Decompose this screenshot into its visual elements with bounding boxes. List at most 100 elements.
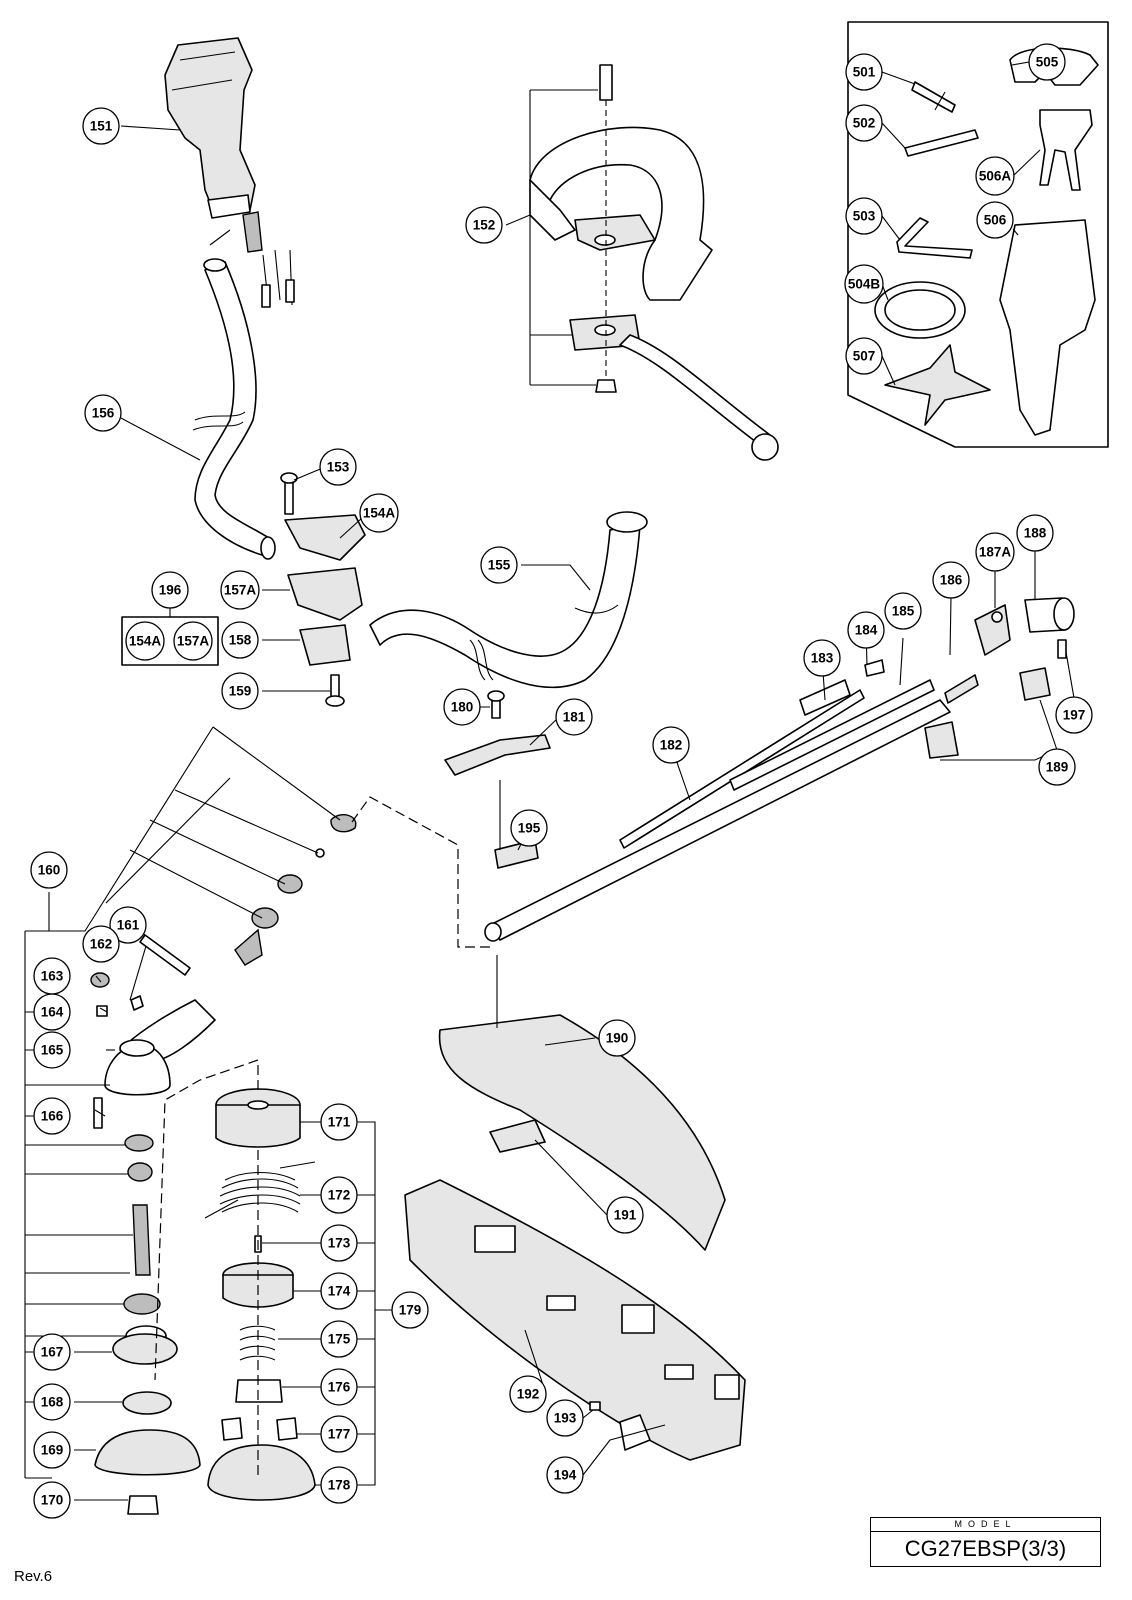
callout-circle bbox=[803, 639, 841, 677]
callout-part-185: 185 bbox=[884, 592, 922, 630]
callout-part-157A: 157A bbox=[220, 570, 260, 610]
callout-number: 193 bbox=[554, 1411, 577, 1426]
callout-circle bbox=[320, 1176, 358, 1214]
callout-circle bbox=[220, 570, 260, 610]
callout-number: 182 bbox=[660, 738, 683, 753]
callout-part-169: 169 bbox=[33, 1431, 71, 1469]
callout-part-181: 181 bbox=[555, 698, 593, 736]
callout-part-197: 197 bbox=[1055, 696, 1093, 734]
callout-circle bbox=[33, 1383, 71, 1421]
callout-part-159: 159 bbox=[221, 672, 259, 710]
callout-circle bbox=[221, 672, 259, 710]
callout-number: 169 bbox=[41, 1443, 64, 1458]
callout-circle bbox=[598, 1019, 636, 1057]
callout-part-179: 179 bbox=[391, 1291, 429, 1329]
callout-number: 187A bbox=[979, 545, 1012, 560]
callout-number: 506A bbox=[979, 169, 1012, 184]
callout-circle bbox=[1028, 43, 1066, 81]
callout-number: 154A bbox=[363, 506, 396, 521]
callout-number: 179 bbox=[399, 1303, 422, 1318]
callout-number: 197 bbox=[1063, 708, 1086, 723]
callout-number: 177 bbox=[328, 1427, 351, 1442]
callout-number: 502 bbox=[853, 116, 876, 131]
callout-circle bbox=[845, 197, 883, 235]
callout-circle bbox=[391, 1291, 429, 1329]
callout-part-166: 166 bbox=[33, 1097, 71, 1135]
callout-circle bbox=[320, 1320, 358, 1358]
part-182-186-drive-shaft bbox=[484, 659, 979, 942]
callout-circle bbox=[509, 1375, 547, 1413]
callout-circle bbox=[320, 1224, 358, 1262]
callout-part-151: 151 bbox=[82, 107, 120, 145]
callout-part-180: 180 bbox=[443, 688, 481, 726]
callout-circle bbox=[443, 688, 481, 726]
callout-number: 174 bbox=[328, 1284, 351, 1299]
callout-circle bbox=[480, 546, 518, 584]
callout-part-173: 173 bbox=[320, 1224, 358, 1262]
part-180-181-bracket bbox=[444, 690, 551, 776]
callout-circle bbox=[33, 1097, 71, 1135]
callout-part-176: 176 bbox=[320, 1368, 358, 1406]
callout-circle bbox=[606, 1196, 644, 1234]
callout-part-174: 174 bbox=[320, 1272, 358, 1310]
callout-circle bbox=[1016, 514, 1054, 552]
accessory-panel bbox=[847, 21, 1109, 448]
model-name: CG27EBSP(3/3) bbox=[904, 1536, 1067, 1561]
callout-number: 172 bbox=[328, 1188, 351, 1203]
callout-number: 175 bbox=[328, 1332, 351, 1347]
callout-circle bbox=[975, 532, 1015, 572]
callout-part-193: 193 bbox=[546, 1399, 584, 1437]
callout-number: 180 bbox=[451, 700, 474, 715]
callout-number: 156 bbox=[92, 406, 115, 421]
callout-number: 505 bbox=[1036, 55, 1059, 70]
callout-number: 185 bbox=[892, 604, 915, 619]
callout-part-190: 190 bbox=[598, 1019, 636, 1057]
callout-number: 164 bbox=[41, 1005, 64, 1020]
callout-number: 166 bbox=[41, 1109, 64, 1124]
callout-circle bbox=[510, 809, 548, 847]
callout-part-175: 175 bbox=[320, 1320, 358, 1358]
callout-part-504B: 504B bbox=[844, 264, 884, 304]
callout-circle bbox=[652, 726, 690, 764]
callout-number: 188 bbox=[1024, 526, 1047, 541]
callout-circle bbox=[319, 448, 357, 486]
callout-circle bbox=[1038, 748, 1076, 786]
callout-circle bbox=[555, 698, 593, 736]
callout-number: 157A bbox=[224, 583, 257, 598]
callout-part-192: 192 bbox=[509, 1375, 547, 1413]
callout-circle bbox=[173, 621, 213, 661]
callout-part-501: 501 bbox=[845, 53, 883, 91]
callout-number: 162 bbox=[90, 937, 113, 952]
callout-part-170: 170 bbox=[33, 1481, 71, 1519]
callout-number: 192 bbox=[517, 1387, 540, 1402]
callout-number: 507 bbox=[853, 349, 876, 364]
callout-number: 186 bbox=[940, 573, 963, 588]
part-155-grip-handle bbox=[369, 511, 648, 689]
callout-circle bbox=[884, 592, 922, 630]
callout-part-167: 167 bbox=[33, 1333, 71, 1371]
callout-number: 506 bbox=[984, 213, 1007, 228]
callout-number: 178 bbox=[328, 1478, 351, 1493]
callout-part-503: 503 bbox=[845, 197, 883, 235]
callout-part-194: 194 bbox=[546, 1456, 584, 1494]
callout-number: 194 bbox=[554, 1468, 577, 1483]
callout-number: 183 bbox=[811, 651, 834, 666]
callout-number: 171 bbox=[328, 1115, 351, 1130]
callout-number: 196 bbox=[159, 583, 182, 598]
callout-circle bbox=[845, 104, 883, 142]
callout-number: 157A bbox=[177, 634, 210, 649]
callout-part-160: 160 bbox=[30, 851, 68, 889]
callout-part-196b: 157A bbox=[173, 621, 213, 661]
callout-number: 159 bbox=[229, 684, 252, 699]
part-187-189-shaft-end bbox=[924, 597, 1075, 759]
callout-circle bbox=[465, 206, 503, 244]
callout-part-163: 163 bbox=[33, 957, 71, 995]
callout-number: 155 bbox=[488, 558, 511, 573]
callout-circle bbox=[359, 493, 399, 533]
assembly-guide-lines bbox=[154, 229, 501, 1480]
callout-number: 189 bbox=[1046, 760, 1069, 775]
callout-part-168: 168 bbox=[33, 1383, 71, 1421]
callout-circle bbox=[125, 621, 165, 661]
callout-circle bbox=[976, 201, 1014, 239]
callout-number: 190 bbox=[606, 1031, 629, 1046]
